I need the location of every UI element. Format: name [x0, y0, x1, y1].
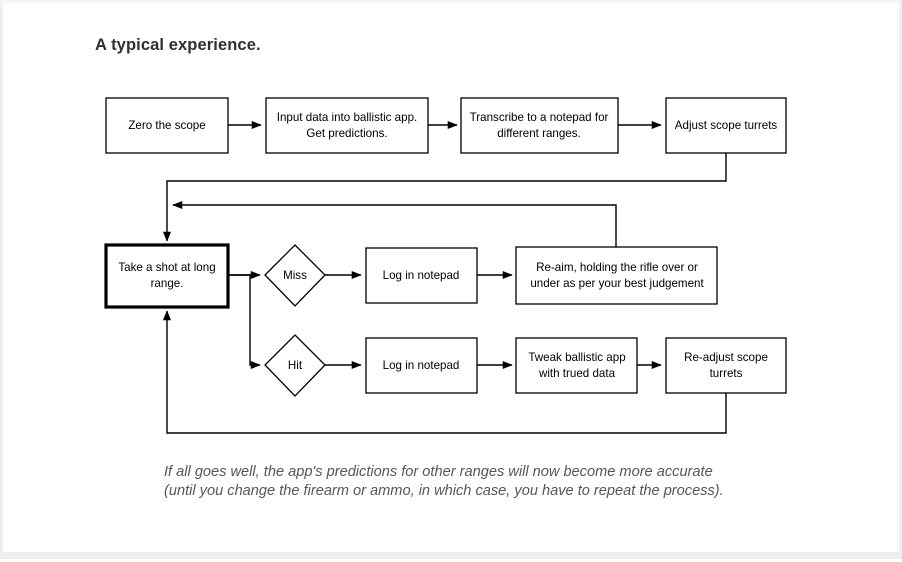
diagram-caption: If all goes well, the app's predictions …: [164, 464, 724, 499]
node-miss[interactable]: Miss: [264, 244, 326, 307]
node-adjust-turrets[interactable]: Adjust scope turrets: [665, 97, 787, 154]
node-reaim-label-2: under as per your best judgement: [530, 277, 704, 290]
node-readjust-turrets-label-1: Re-adjust scope: [684, 351, 768, 364]
node-take-shot[interactable]: Take a shot at long range.: [104, 243, 230, 309]
node-input-data-label-2: Get predictions.: [306, 127, 387, 140]
edge-takeshot-to-hit: [228, 274, 261, 370]
node-reaim-shape: [515, 246, 718, 305]
node-log-notepad-hit[interactable]: Log in notepad: [365, 337, 478, 394]
node-take-shot-label-1: Take a shot at long: [118, 261, 215, 274]
flowchart-canvas: Zero the scope Input data into ballistic…: [104, 97, 787, 434]
node-transcribe-label-2: different ranges.: [497, 127, 581, 140]
node-reaim-label-1: Re-aim, holding the rifle over or: [536, 261, 698, 274]
node-input-data-shape: [265, 97, 429, 154]
node-hit-shape: [264, 334, 326, 397]
node-readjust-turrets[interactable]: Re-adjust scope turrets: [665, 337, 787, 394]
node-tweak-app-label-1: Tweak ballistic app: [528, 351, 625, 364]
node-zero-scope-shape: [105, 97, 229, 154]
node-log-notepad-miss[interactable]: Log in notepad: [365, 247, 478, 304]
node-readjust-turrets-shape: [665, 337, 787, 394]
edge-adjust-to-takeshot: [162, 153, 727, 242]
connector-layer: [162, 120, 727, 434]
node-input-data-label-1: Input data into ballistic app.: [277, 111, 418, 124]
node-reaim[interactable]: Re-aim, holding the rifle over or under …: [515, 246, 718, 305]
node-miss-label: Miss: [283, 269, 307, 282]
node-zero-scope[interactable]: Zero the scope: [105, 97, 229, 154]
node-miss-shape: [264, 244, 326, 307]
node-hit-label: Hit: [288, 359, 303, 372]
node-adjust-turrets-shape: [665, 97, 787, 154]
node-take-shot-shape: [104, 243, 230, 309]
node-transcribe[interactable]: Transcribe to a notepad for different ra…: [460, 97, 619, 154]
edge-reaim-to-takeshot: [172, 200, 617, 247]
page-title: A typical experience.: [95, 36, 261, 54]
node-input-data[interactable]: Input data into ballistic app. Get predi…: [265, 97, 429, 154]
node-log-notepad-hit-shape: [365, 337, 478, 394]
node-tweak-app-label-2: with trued data: [538, 367, 616, 380]
node-tweak-app-shape: [515, 337, 638, 394]
node-log-notepad-miss-label: Log in notepad: [383, 269, 460, 282]
node-log-notepad-miss-shape: [365, 247, 478, 304]
node-transcribe-shape: [460, 97, 619, 154]
node-transcribe-label-1: Transcribe to a notepad for: [470, 111, 609, 124]
node-hit[interactable]: Hit: [264, 334, 326, 397]
node-take-shot-label-2: range.: [151, 277, 184, 290]
node-readjust-turrets-label-2: turrets: [710, 367, 743, 380]
node-adjust-turrets-label: Adjust scope turrets: [675, 119, 778, 132]
node-tweak-app[interactable]: Tweak ballistic app with trued data: [515, 337, 638, 394]
node-zero-scope-label: Zero the scope: [128, 119, 205, 132]
edge-readjust-to-takeshot: [162, 310, 727, 434]
node-log-notepad-hit-label: Log in notepad: [383, 359, 460, 372]
